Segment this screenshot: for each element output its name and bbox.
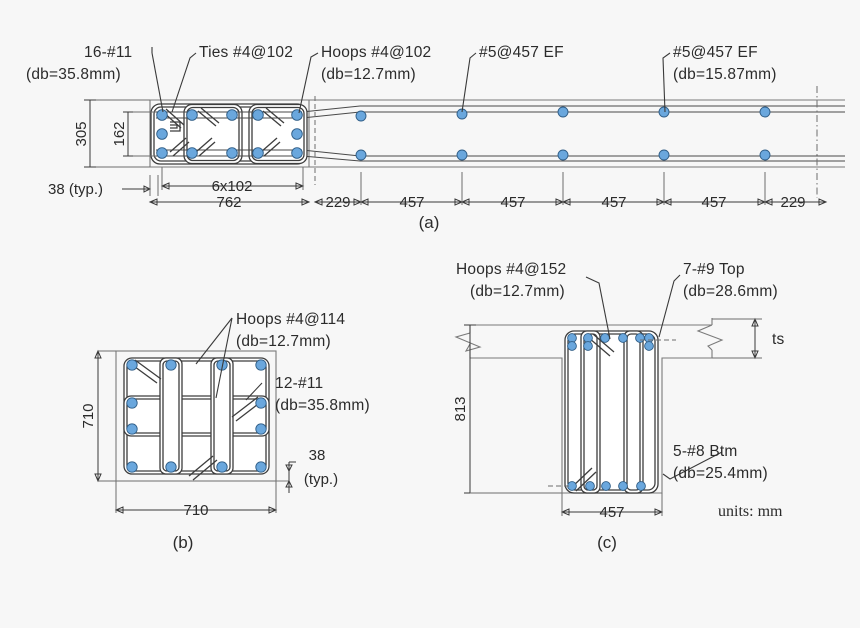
panel-c-reference-lines: [548, 339, 676, 487]
panel-b-dim-width-text: 710: [183, 502, 208, 519]
panel-a-dim-305: 305: [73, 99, 150, 168]
panel-a-dim-457c-text: 457: [601, 194, 626, 211]
panel-b-concrete-outline: [115, 350, 277, 482]
panel-a-dim-cover: 38 (typ.): [48, 175, 159, 198]
panel-c-top-bars-label-l2: (db=28.6mm): [683, 283, 778, 300]
panel-c-btm-bars-label-l1: 5-#8 Btm: [673, 443, 738, 460]
units-note: units: mm: [718, 503, 783, 520]
panel-c-dim-height-text: 813: [452, 396, 469, 421]
panel-a-dim-6x102-text: 6x102: [212, 178, 253, 195]
panel-b-cover-callout: 38 (typ.): [285, 447, 338, 493]
panel-b-caption: (b): [173, 533, 194, 552]
panel-c-top-rebar-dots: [567, 333, 654, 351]
panel-c-btm-bars-label-l2: (db=25.4mm): [673, 465, 768, 482]
panel-a-caption: (a): [419, 213, 440, 232]
panel-a-break-lines: [314, 86, 818, 198]
panel-b-cover-text-l2: (typ.): [304, 471, 338, 488]
panel-a-deck-bars-left-label: #5@457 EF: [479, 44, 564, 61]
panel-b-main-bars-label-l1: 12-#11: [275, 375, 323, 392]
panel-c-caption: (c): [597, 533, 617, 552]
panel-a-dim-457d-text: 457: [701, 194, 726, 211]
panel-a-deck-bars-right-label-l2: (db=15.87mm): [673, 66, 777, 83]
panel-a-hoops-label-l1: Hoops #4@102: [321, 44, 431, 61]
panel-b-main-bars-label-l2: (db=35.8mm): [275, 397, 370, 414]
panel-c-hoops-label-l2: (db=12.7mm): [470, 283, 565, 300]
panel-a-deck-rebar-dots: [355, 106, 771, 161]
panel-a-leaders: [151, 47, 671, 114]
panel-c-hoops-label-l1: Hoops #4@152: [456, 261, 566, 278]
panel-a-dim-762-text: 762: [216, 194, 241, 211]
panel-c-dim-width: 457: [560, 493, 664, 521]
panel-a-ties-label: Ties #4@102: [199, 44, 293, 61]
panel-a-dim-305-text: 305: [73, 121, 90, 146]
panel-a-dim-229a-text: 229: [325, 194, 350, 211]
panel-a-hoops-label-l2: (db=12.7mm): [321, 66, 416, 83]
panel-a-dim-row: 762 229 457 457 457 457 2: [148, 172, 828, 211]
panel-a-cover-text: 38 (typ.): [48, 181, 103, 198]
panel-b-cover-text-l1: 38: [309, 447, 326, 464]
panel-a-main-bars-label-l2: (db=35.8mm): [26, 66, 121, 83]
panel-a-dim-162: 162: [111, 111, 156, 157]
panel-a-dim-457b-text: 457: [500, 194, 525, 211]
panel-b-leaders: [195, 317, 263, 401]
panel-c-top-bars-label-l1: 7-#9 Top: [683, 261, 745, 278]
panel-a-cross-ties: [162, 107, 285, 157]
panel-b-rebar-dots: [126, 359, 267, 473]
panel-b-dim-height: 710: [80, 349, 116, 483]
panel-b-dim-width: 710: [114, 481, 278, 519]
panel-b-dim-height-text: 710: [80, 403, 97, 428]
panel-b: Hoops #4@114 (db=12.7mm) 12-#11 (db=35.8…: [80, 311, 370, 552]
panel-c-ts-text: ts: [772, 331, 785, 348]
panel-b-hoop-cage: [123, 357, 270, 475]
panel-c-dim-ts: ts: [712, 317, 785, 360]
panel-b-hoops-label-l1: Hoops #4@114: [236, 311, 345, 328]
panel-c-bottom-rebar-dots: [567, 481, 646, 491]
panel-c-leaders: [585, 274, 723, 480]
panel-a-deck-bars-right-label-l1: #5@457 EF: [673, 44, 758, 61]
panel-a-dim-162-text: 162: [111, 121, 128, 146]
panel-b-hoops-label-l2: (db=12.7mm): [236, 333, 331, 350]
panel-c-dim-height: 813: [452, 324, 562, 494]
panel-c-girder-cage: [564, 330, 659, 494]
panel-c: Hoops #4@152 (db=12.7mm) 7-#9 Top (db=28…: [452, 261, 785, 552]
panel-b-cross-ties: [130, 359, 263, 481]
panel-a-rebar-dots: [156, 109, 303, 159]
panel-a: 16-#11 (db=35.8mm) Ties #4@102 Hoops #4@…: [26, 44, 845, 232]
panel-a-dim-6x102: 6x102: [160, 167, 305, 195]
panel-c-dim-width-text: 457: [599, 504, 624, 521]
panel-a-main-bars-label-l1: 16-#11: [84, 44, 132, 61]
panel-a-dim-229b-text: 229: [780, 194, 805, 211]
panel-a-dim-457a-text: 457: [399, 194, 424, 211]
